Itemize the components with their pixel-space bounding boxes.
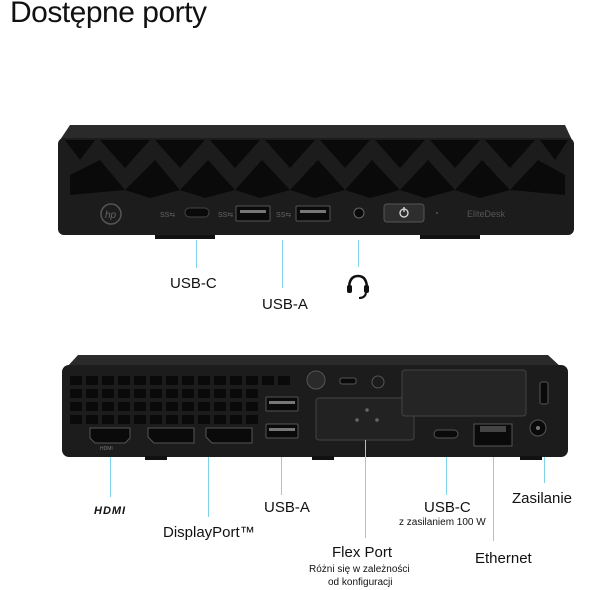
label-rear-flex-port: Flex Port [332,544,393,561]
label-front-usb-c: USB-C [170,275,217,292]
leader-front-usb-a [282,240,283,288]
leader-rear-usb-a [281,457,282,495]
svg-text:SS⇆: SS⇆ [160,212,175,219]
leader-rear-power [544,457,545,483]
label-front-usb-a: USB-A [262,296,308,313]
label-rear-hdmi: HDMI [94,505,127,517]
leader-rear-displayport [208,457,209,517]
label-rear-usb-c-note: z zasilaniem 100 W [399,517,486,528]
leader-front-usb-c [196,240,197,268]
label-rear-flex-port-note-2: od konfiguracji [328,577,393,588]
leader-front-headset [358,240,359,267]
label-rear-power: Zasilanie [512,490,573,507]
page-title: Dostępne porty [10,0,207,29]
svg-text:SS⇆: SS⇆ [218,212,233,219]
front-brand: EliteDesk [467,209,506,219]
label-rear-flex-port-note-1: Różni się w zależności [309,564,410,575]
leader-rear-ethernet [493,457,494,541]
svg-text:hp: hp [105,210,117,221]
leader-rear-usb-c [446,457,447,495]
leader-rear-hdmi [110,457,111,497]
svg-text:HDMI: HDMI [100,446,113,452]
label-rear-usb-a: USB-A [264,499,310,516]
svg-text:SS⇆: SS⇆ [276,212,291,219]
label-rear-displayport: DisplayPort™ [163,524,255,541]
leader-rear-flex-port [365,440,366,538]
label-rear-usb-c: USB-C [424,499,471,516]
label-rear-ethernet: Ethernet [475,550,532,567]
